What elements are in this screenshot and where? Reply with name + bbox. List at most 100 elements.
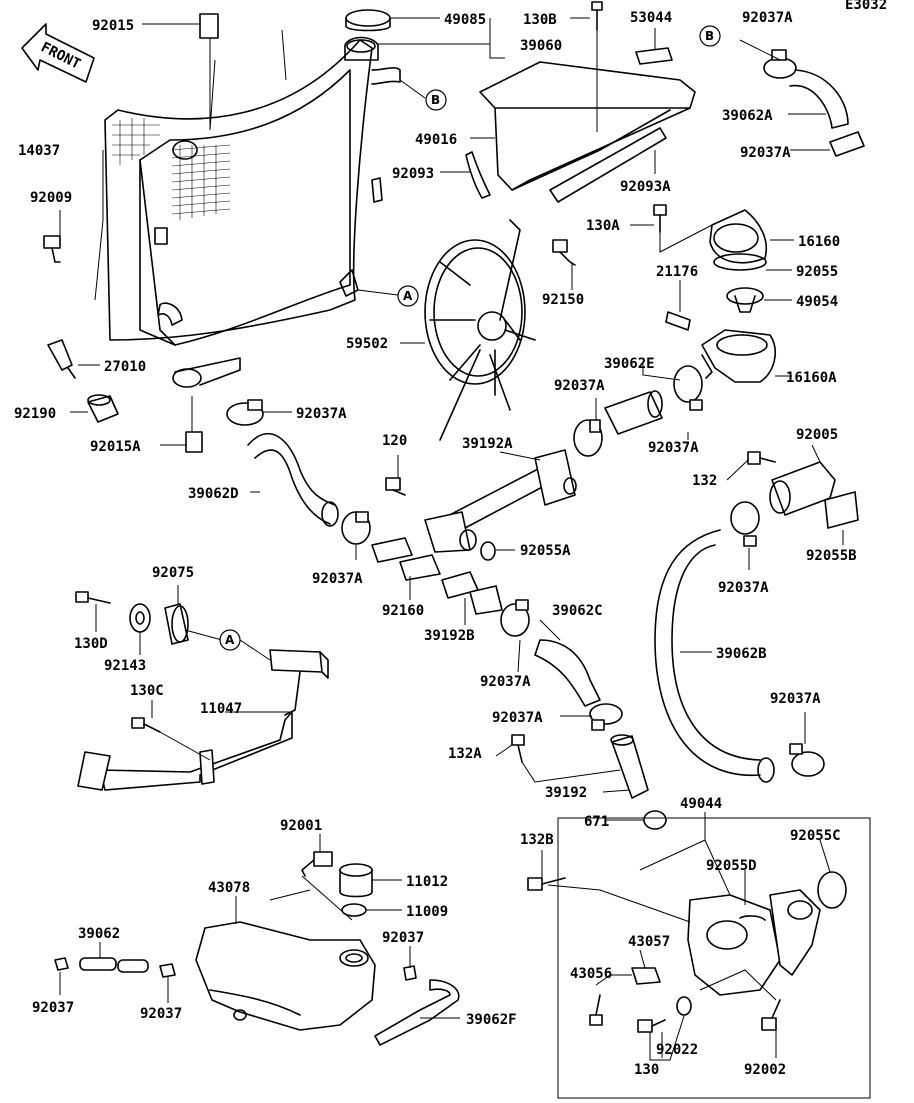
ref-marker-A-2: A: [219, 629, 241, 651]
label-92037A-9: 92037A: [770, 691, 821, 707]
label-92055B: 92055B: [806, 548, 857, 564]
ref-marker-B-2: B: [699, 25, 721, 47]
bolt-130C: [131, 717, 161, 733]
label-92160: 92160: [382, 603, 424, 619]
label-92055C: 92055C: [790, 828, 841, 844]
clip-92015A: [185, 431, 203, 453]
bolt-120: [385, 477, 406, 496]
hose-39062A: [789, 69, 849, 129]
cooling-fan: [424, 219, 536, 441]
clamp-92037A-3: [226, 399, 264, 426]
label-11012: 11012: [406, 874, 448, 890]
clamp-92037A-10: [789, 743, 825, 777]
ref-marker-B-1: B: [399, 79, 447, 111]
svg-text:A: A: [225, 633, 235, 647]
pipe-39192A: [424, 449, 577, 553]
label-39192B: 39192B: [424, 628, 475, 644]
label-132B: 132B: [520, 832, 554, 848]
fan-cowling: [465, 47, 696, 203]
label-14037: 14037: [18, 143, 60, 159]
bolt-92001: [301, 851, 333, 877]
grommet-92143: [129, 603, 151, 633]
bolt-130D: [75, 591, 111, 604]
label-92037-3: 92037: [140, 1006, 182, 1022]
bolt-92002: [761, 999, 781, 1031]
label-92005: 92005: [796, 427, 838, 443]
label-92022: 92022: [656, 1042, 698, 1058]
radiator-cap: [345, 9, 391, 32]
label-11009: 11009: [406, 904, 448, 920]
label-92037A-2: 92037A: [740, 145, 791, 161]
label-49085: 49085: [444, 12, 486, 28]
bracket-11047: [77, 649, 329, 791]
clamp-92037-1: [54, 957, 69, 971]
label-130: 130: [634, 1062, 659, 1078]
hose-39062B: [654, 529, 775, 783]
plate-43057: [631, 967, 661, 985]
bolt-92009: [43, 235, 61, 263]
bolt-130A: [653, 204, 667, 233]
label-49044: 49044: [680, 796, 722, 812]
label-92037A-6: 92037A: [312, 571, 363, 587]
hose-39062: [79, 957, 149, 973]
bolt-132A: [511, 734, 525, 763]
label-39062A: 39062A: [722, 108, 773, 124]
hose-39062F: [374, 979, 460, 1046]
sensor-27010: [47, 339, 76, 379]
fitting-92005: [769, 461, 836, 516]
label-92015A: 92015A: [90, 439, 141, 455]
label-92055D: 92055D: [706, 858, 757, 874]
label-130B: 130B: [523, 12, 557, 28]
label-39062: 39062: [78, 926, 120, 942]
clamp-92037A-7: [730, 501, 760, 547]
fan-switch-21176: [665, 311, 691, 331]
label-59502: 59502: [346, 336, 388, 352]
label-92002: 92002: [744, 1062, 786, 1078]
bolt-92150: [552, 239, 576, 266]
clip-92015: [199, 13, 219, 39]
radiator-fins: [112, 118, 231, 220]
part-labels: E3032 92015 49085 130B 53044 92037A 3906…: [14, 0, 887, 1078]
front-direction-arrow: FRONT: [21, 23, 95, 83]
label-21176: 21176: [656, 264, 698, 280]
leader-lines: [59, 17, 844, 1061]
gasket-92055B: [824, 491, 859, 529]
label-11047: 11047: [200, 701, 242, 717]
pipe-39192: [610, 734, 649, 799]
label-39062B: 39062B: [716, 646, 767, 662]
label-39192: 39192: [545, 785, 587, 801]
thermostat-cover: [709, 209, 767, 264]
label-92001: 92001: [280, 818, 322, 834]
label-39062F: 39062F: [466, 1012, 517, 1028]
washer-92022: [676, 996, 692, 1016]
thermostat-housing-16160A: [701, 329, 776, 383]
clamp-92037A-9: [589, 703, 623, 731]
reservoir-tank-43078: [195, 921, 376, 1031]
water-pump-group: [557, 817, 871, 1099]
label-39062C: 39062C: [552, 603, 603, 619]
pipe-92160: [371, 537, 441, 581]
grommet-92075: [164, 603, 189, 645]
label-671: 671: [584, 814, 609, 830]
reservoir-neck: [339, 949, 369, 967]
label-92037-2: 92037: [32, 1000, 74, 1016]
label-39062D: 39062D: [188, 486, 239, 502]
label-39060: 39060: [520, 38, 562, 54]
label-53044: 53044: [630, 10, 672, 26]
label-92075: 92075: [152, 565, 194, 581]
hose-39062C: [534, 639, 601, 707]
svg-text:B: B: [705, 29, 714, 43]
diagram-code: E3032: [845, 0, 887, 13]
label-43057: 43057: [628, 934, 670, 950]
clamp-92037A-4: [573, 419, 603, 457]
clamp-92037A-5: [673, 365, 703, 411]
ref-marker-A-1: A: [357, 285, 419, 307]
label-43078: 43078: [208, 880, 250, 896]
label-92055: 92055: [796, 264, 838, 280]
bolt-130: [637, 1019, 666, 1033]
collar-92190: [87, 394, 119, 423]
label-92037-1: 92037: [382, 930, 424, 946]
o-ring-92055A: [480, 541, 496, 561]
radiator: [104, 29, 401, 388]
label-92143: 92143: [104, 658, 146, 674]
